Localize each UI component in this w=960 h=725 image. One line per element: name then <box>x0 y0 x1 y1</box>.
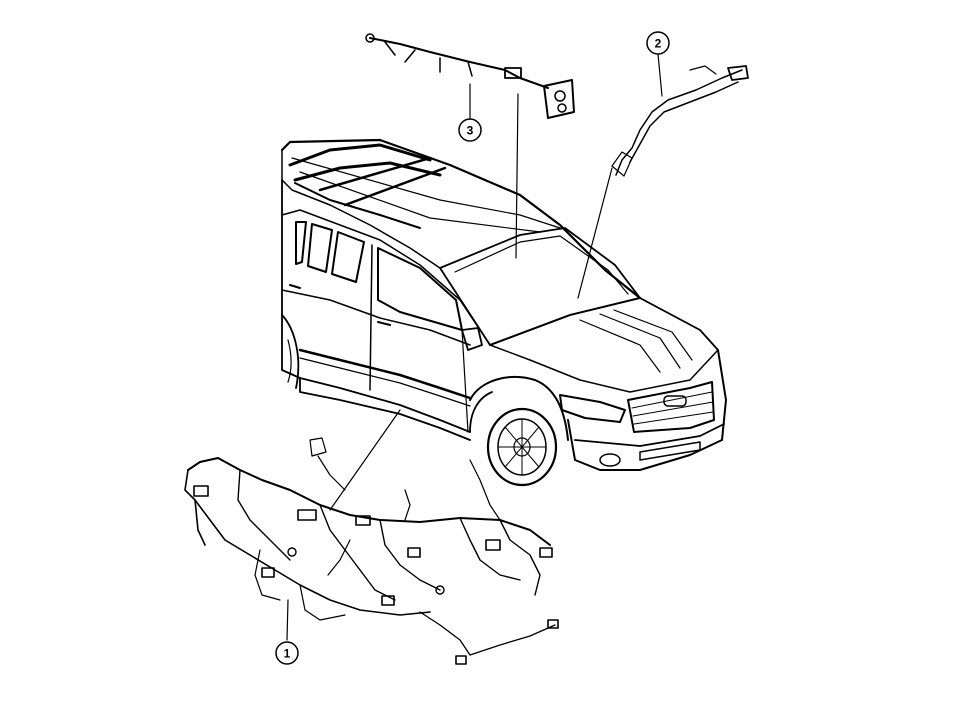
antenna-cable <box>577 53 749 299</box>
vehicle-illustration <box>280 138 727 487</box>
callout-2-label: 2 <box>655 37 662 51</box>
callout-3: 3 <box>458 83 482 142</box>
callout-3-label: 3 <box>467 124 474 138</box>
callout-2: 2 <box>646 31 670 55</box>
overhead-harness <box>365 33 575 259</box>
callout-1-label: 1 <box>284 647 291 661</box>
callout-1: 1 <box>275 641 299 665</box>
body-wiring-harness <box>184 409 559 665</box>
